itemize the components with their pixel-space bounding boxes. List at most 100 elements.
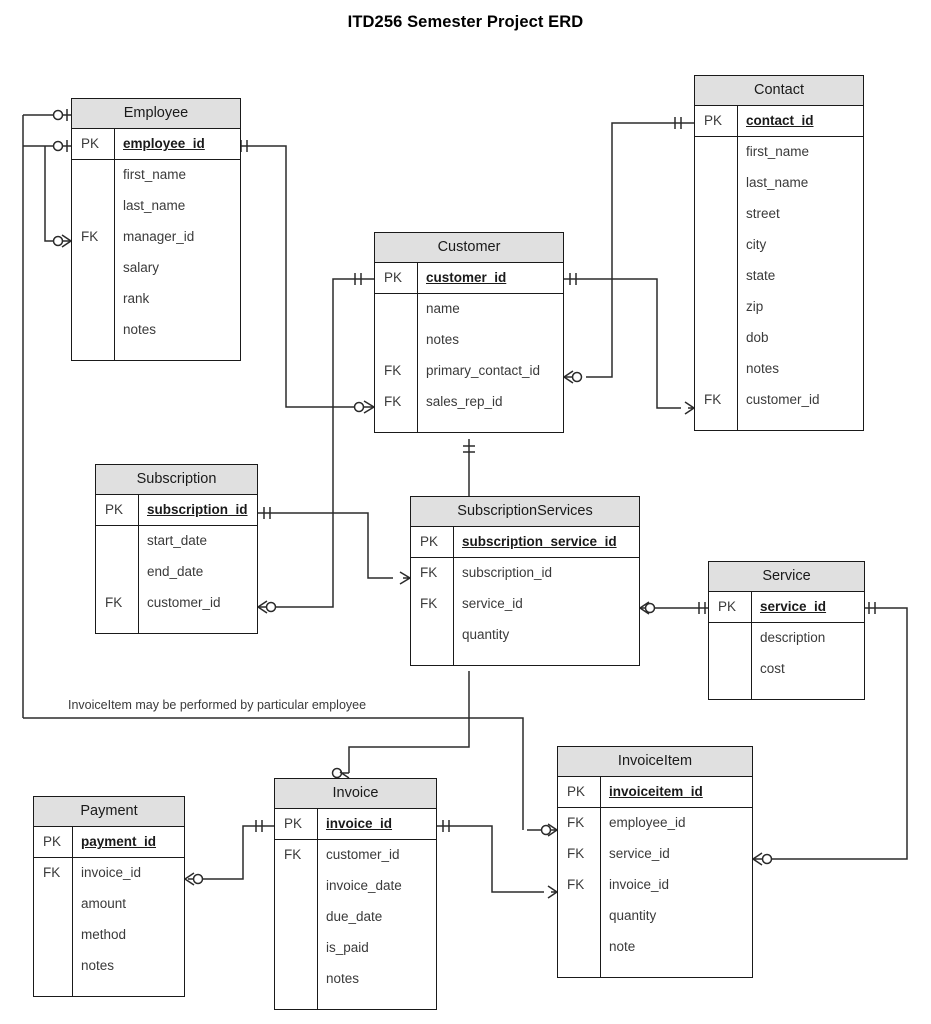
attribute-row[interactable]: quantity bbox=[558, 901, 752, 932]
tick-one-invoice-pk-left bbox=[255, 820, 263, 832]
attribute-row[interactable]: notes bbox=[275, 964, 436, 995]
attribute-row[interactable]: dob bbox=[695, 323, 863, 354]
attribute-key-label: FK bbox=[567, 877, 585, 892]
attribute-key-label: FK bbox=[420, 565, 438, 580]
attribute-key-label: PK bbox=[567, 784, 586, 799]
attribute-name: amount bbox=[81, 896, 127, 911]
attribute-row[interactable]: cost bbox=[709, 654, 864, 685]
attribute-row[interactable]: end_date bbox=[96, 557, 257, 588]
attribute-row[interactable]: notes bbox=[375, 325, 563, 356]
attribute-row[interactable]: salary bbox=[72, 253, 240, 284]
attribute-row[interactable]: due_date bbox=[275, 902, 436, 933]
attribute-row[interactable]: street bbox=[695, 199, 863, 230]
tick-one-service-pk-right bbox=[868, 602, 876, 614]
crowfoot-zero-invoiceitem-employee bbox=[540, 824, 552, 836]
attribute-key-label: FK bbox=[704, 392, 722, 407]
tick-one-employee-pk-right bbox=[240, 140, 248, 152]
entity-title: InvoiceItem bbox=[558, 747, 752, 777]
relationship-note-label: InvoiceItem may be performed by particul… bbox=[66, 698, 369, 712]
attribute-row[interactable]: zip bbox=[695, 292, 863, 323]
attribute-row[interactable]: start_date bbox=[96, 526, 257, 557]
key-column-divider bbox=[695, 106, 738, 430]
attribute-row[interactable]: notes bbox=[34, 951, 184, 982]
tick-one-employee-pk-left bbox=[63, 140, 71, 152]
attribute-row[interactable]: last_name bbox=[72, 191, 240, 222]
attribute-name: last_name bbox=[123, 198, 186, 213]
attribute-row[interactable]: name bbox=[375, 294, 563, 325]
key-column-divider bbox=[375, 263, 418, 432]
page-title: ITD256 Semester Project ERD bbox=[347, 13, 584, 31]
attribute-row[interactable]: quantity bbox=[411, 620, 639, 651]
attribute-name: subscription_id bbox=[462, 565, 553, 580]
attribute-row[interactable]: amount bbox=[34, 889, 184, 920]
crowfoot-many-employee-manager bbox=[61, 234, 72, 248]
crowfoot-zero-invoiceitem-serviceid bbox=[761, 853, 773, 865]
entity-title: Subscription bbox=[96, 465, 257, 495]
attribute-row[interactable]: notes bbox=[72, 315, 240, 346]
attribute-row[interactable]: invoice_date bbox=[275, 871, 436, 902]
attribute-row[interactable]: method bbox=[34, 920, 184, 951]
attribute-row[interactable]: FK subscription_id bbox=[411, 558, 639, 589]
attribute-name: sales_rep_id bbox=[426, 394, 503, 409]
attribute-row[interactable]: rank bbox=[72, 284, 240, 315]
attribute-name: cost bbox=[760, 661, 785, 676]
attribute-row[interactable]: first_name bbox=[695, 137, 863, 168]
crowfoot-zero-employee-manager bbox=[52, 235, 64, 247]
crowfoot-many-subscription-customer bbox=[257, 600, 268, 614]
entity-title: Invoice bbox=[275, 779, 436, 809]
entity-title: Service bbox=[709, 562, 864, 592]
attribute-key-label: PK bbox=[718, 599, 737, 614]
attribute-name: method bbox=[81, 927, 127, 942]
attribute-row[interactable]: first_name bbox=[72, 160, 240, 191]
attribute-row[interactable]: is_paid bbox=[275, 933, 436, 964]
crowfoot-many-payment-invoiceid bbox=[184, 872, 195, 886]
attribute-row[interactable]: last_name bbox=[695, 168, 863, 199]
attribute-key-label: FK bbox=[81, 229, 99, 244]
attribute-key-label: FK bbox=[43, 865, 61, 880]
crowfoot-one-customer-primarycontact bbox=[563, 370, 574, 384]
attribute-row[interactable]: note bbox=[558, 932, 752, 963]
entity-title: Customer bbox=[375, 233, 563, 263]
key-column-divider bbox=[411, 527, 454, 665]
attribute-row[interactable]: state bbox=[695, 261, 863, 292]
attribute-name: manager_id bbox=[123, 229, 195, 244]
attribute-row[interactable]: notes bbox=[695, 354, 863, 385]
key-column-divider bbox=[558, 777, 601, 977]
tick-one-employee-header bbox=[63, 109, 71, 121]
attribute-row[interactable]: description bbox=[709, 623, 864, 654]
attribute-row[interactable]: city bbox=[695, 230, 863, 261]
attribute-row[interactable]: FK manager_id bbox=[72, 222, 240, 253]
attribute-name: notes bbox=[81, 958, 115, 973]
